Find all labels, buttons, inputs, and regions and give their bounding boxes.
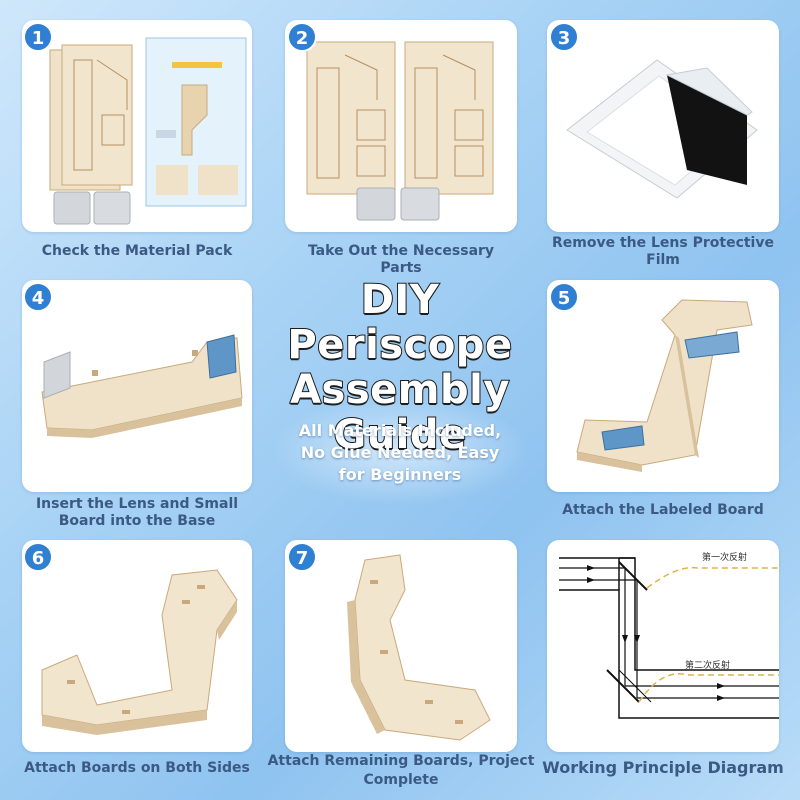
step-7-caption-line1: Attach Remaining Boards, Project — [267, 753, 535, 769]
step-4-caption-line1: Insert the Lens and Small — [35, 496, 239, 512]
step-4-number: 4 — [23, 282, 53, 312]
guide-subtitle-line2: No Glue Needed, Easy — [300, 443, 500, 462]
step-2-card — [285, 20, 517, 232]
step-3-number: 3 — [549, 22, 579, 52]
step-1-caption: Check the Material Pack — [41, 243, 233, 259]
material-pack-illustration — [49, 37, 247, 225]
step-5-caption: Attach the Labeled Board — [562, 502, 764, 518]
step-3-caption-line1: Remove the Lens Protective — [552, 235, 774, 251]
guide-title-line2: Assembly — [289, 367, 510, 414]
step-7-number: 7 — [287, 542, 317, 572]
first-reflection-label: 第一次反射 — [702, 551, 747, 563]
step-2-number: 2 — [287, 22, 317, 52]
guide-subtitle-line3: for Beginners — [338, 465, 462, 484]
step-6-card — [22, 540, 252, 752]
principle-diagram-caption: Working Principle Diagram — [542, 758, 784, 777]
guide-title-line3: Guide — [332, 412, 467, 459]
step-6-number: 6 — [23, 542, 53, 572]
guide-subtitle: All Materials Included, No Glue Needed, … — [262, 420, 538, 486]
second-reflection-label: 第二次反射 — [685, 659, 730, 671]
working-principle-diagram: 第一次反射 第二次反射 — [559, 551, 779, 719]
step-6-caption: Attach Boards on Both Sides — [24, 760, 250, 776]
guide-title-line1: DIY Periscope — [286, 277, 513, 369]
guide-title: DIY Periscope Assembly Guide — [250, 277, 550, 459]
principle-diagram-card: 第一次反射 第二次反射 — [547, 540, 779, 752]
necessary-parts-illustration — [306, 41, 494, 221]
step-1-number: 1 — [23, 22, 53, 52]
side-boards-illustration — [41, 569, 238, 735]
completed-periscope-illustration — [347, 554, 491, 741]
step-3-card — [547, 20, 779, 232]
step-3-caption-line2: Film — [646, 252, 680, 268]
step-5-number: 5 — [549, 282, 579, 312]
step-7-caption-line2: Complete — [363, 772, 439, 788]
lens-film-illustration — [566, 59, 758, 199]
subtitle-glow — [270, 395, 530, 505]
step-1-card — [22, 20, 252, 232]
guide-subtitle-line1: All Materials Included, — [298, 421, 502, 440]
step-2-caption: Take Out the Necessary Parts — [307, 243, 495, 276]
step-5-card — [547, 280, 779, 492]
labeled-board-illustration — [576, 299, 753, 472]
step-4-caption-line2: Board into the Base — [58, 513, 216, 529]
step-7-card — [285, 540, 517, 752]
step-4-card — [22, 280, 252, 492]
lens-insert-illustration — [41, 334, 243, 438]
